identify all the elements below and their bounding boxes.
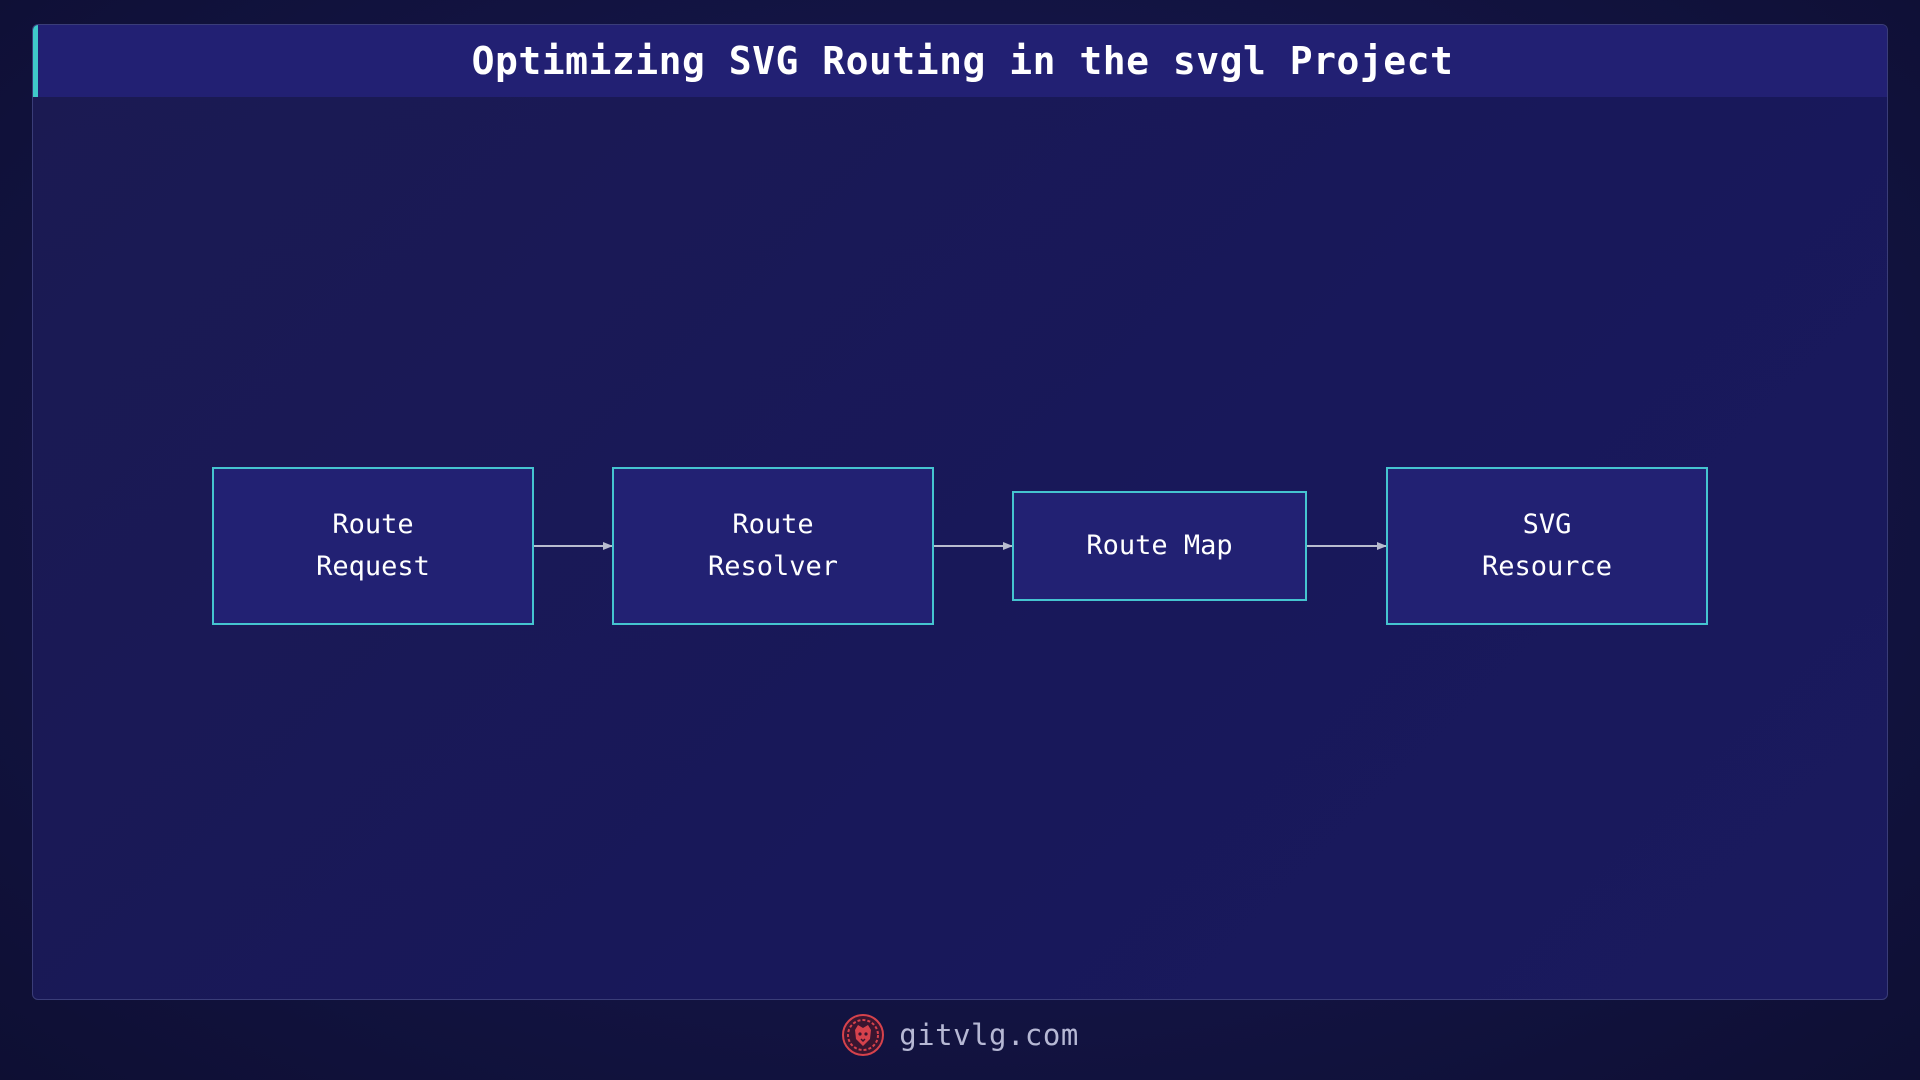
footer: gitvlg.com <box>0 1010 1920 1060</box>
node-label: Route Request <box>316 509 430 582</box>
node-label: SVG Resource <box>1481 509 1613 582</box>
footer-site-link[interactable]: gitvlg.com <box>899 1018 1079 1052</box>
lion-head-icon <box>842 1014 885 1056</box>
node-route-request: Route Request <box>212 467 534 625</box>
node-svg-resource: SVG Resource <box>1386 467 1708 625</box>
title-bar: Optimizing SVG Routing in the svgl Proje… <box>33 25 1887 97</box>
node-route-map: Route Map <box>1012 491 1307 601</box>
page-title: Optimizing SVG Routing in the svgl Proje… <box>471 39 1454 83</box>
node-route-resolver: Route Resolver <box>612 467 934 625</box>
node-label: Route Map <box>1086 530 1233 561</box>
node-label: Route Resolver <box>707 509 839 582</box>
